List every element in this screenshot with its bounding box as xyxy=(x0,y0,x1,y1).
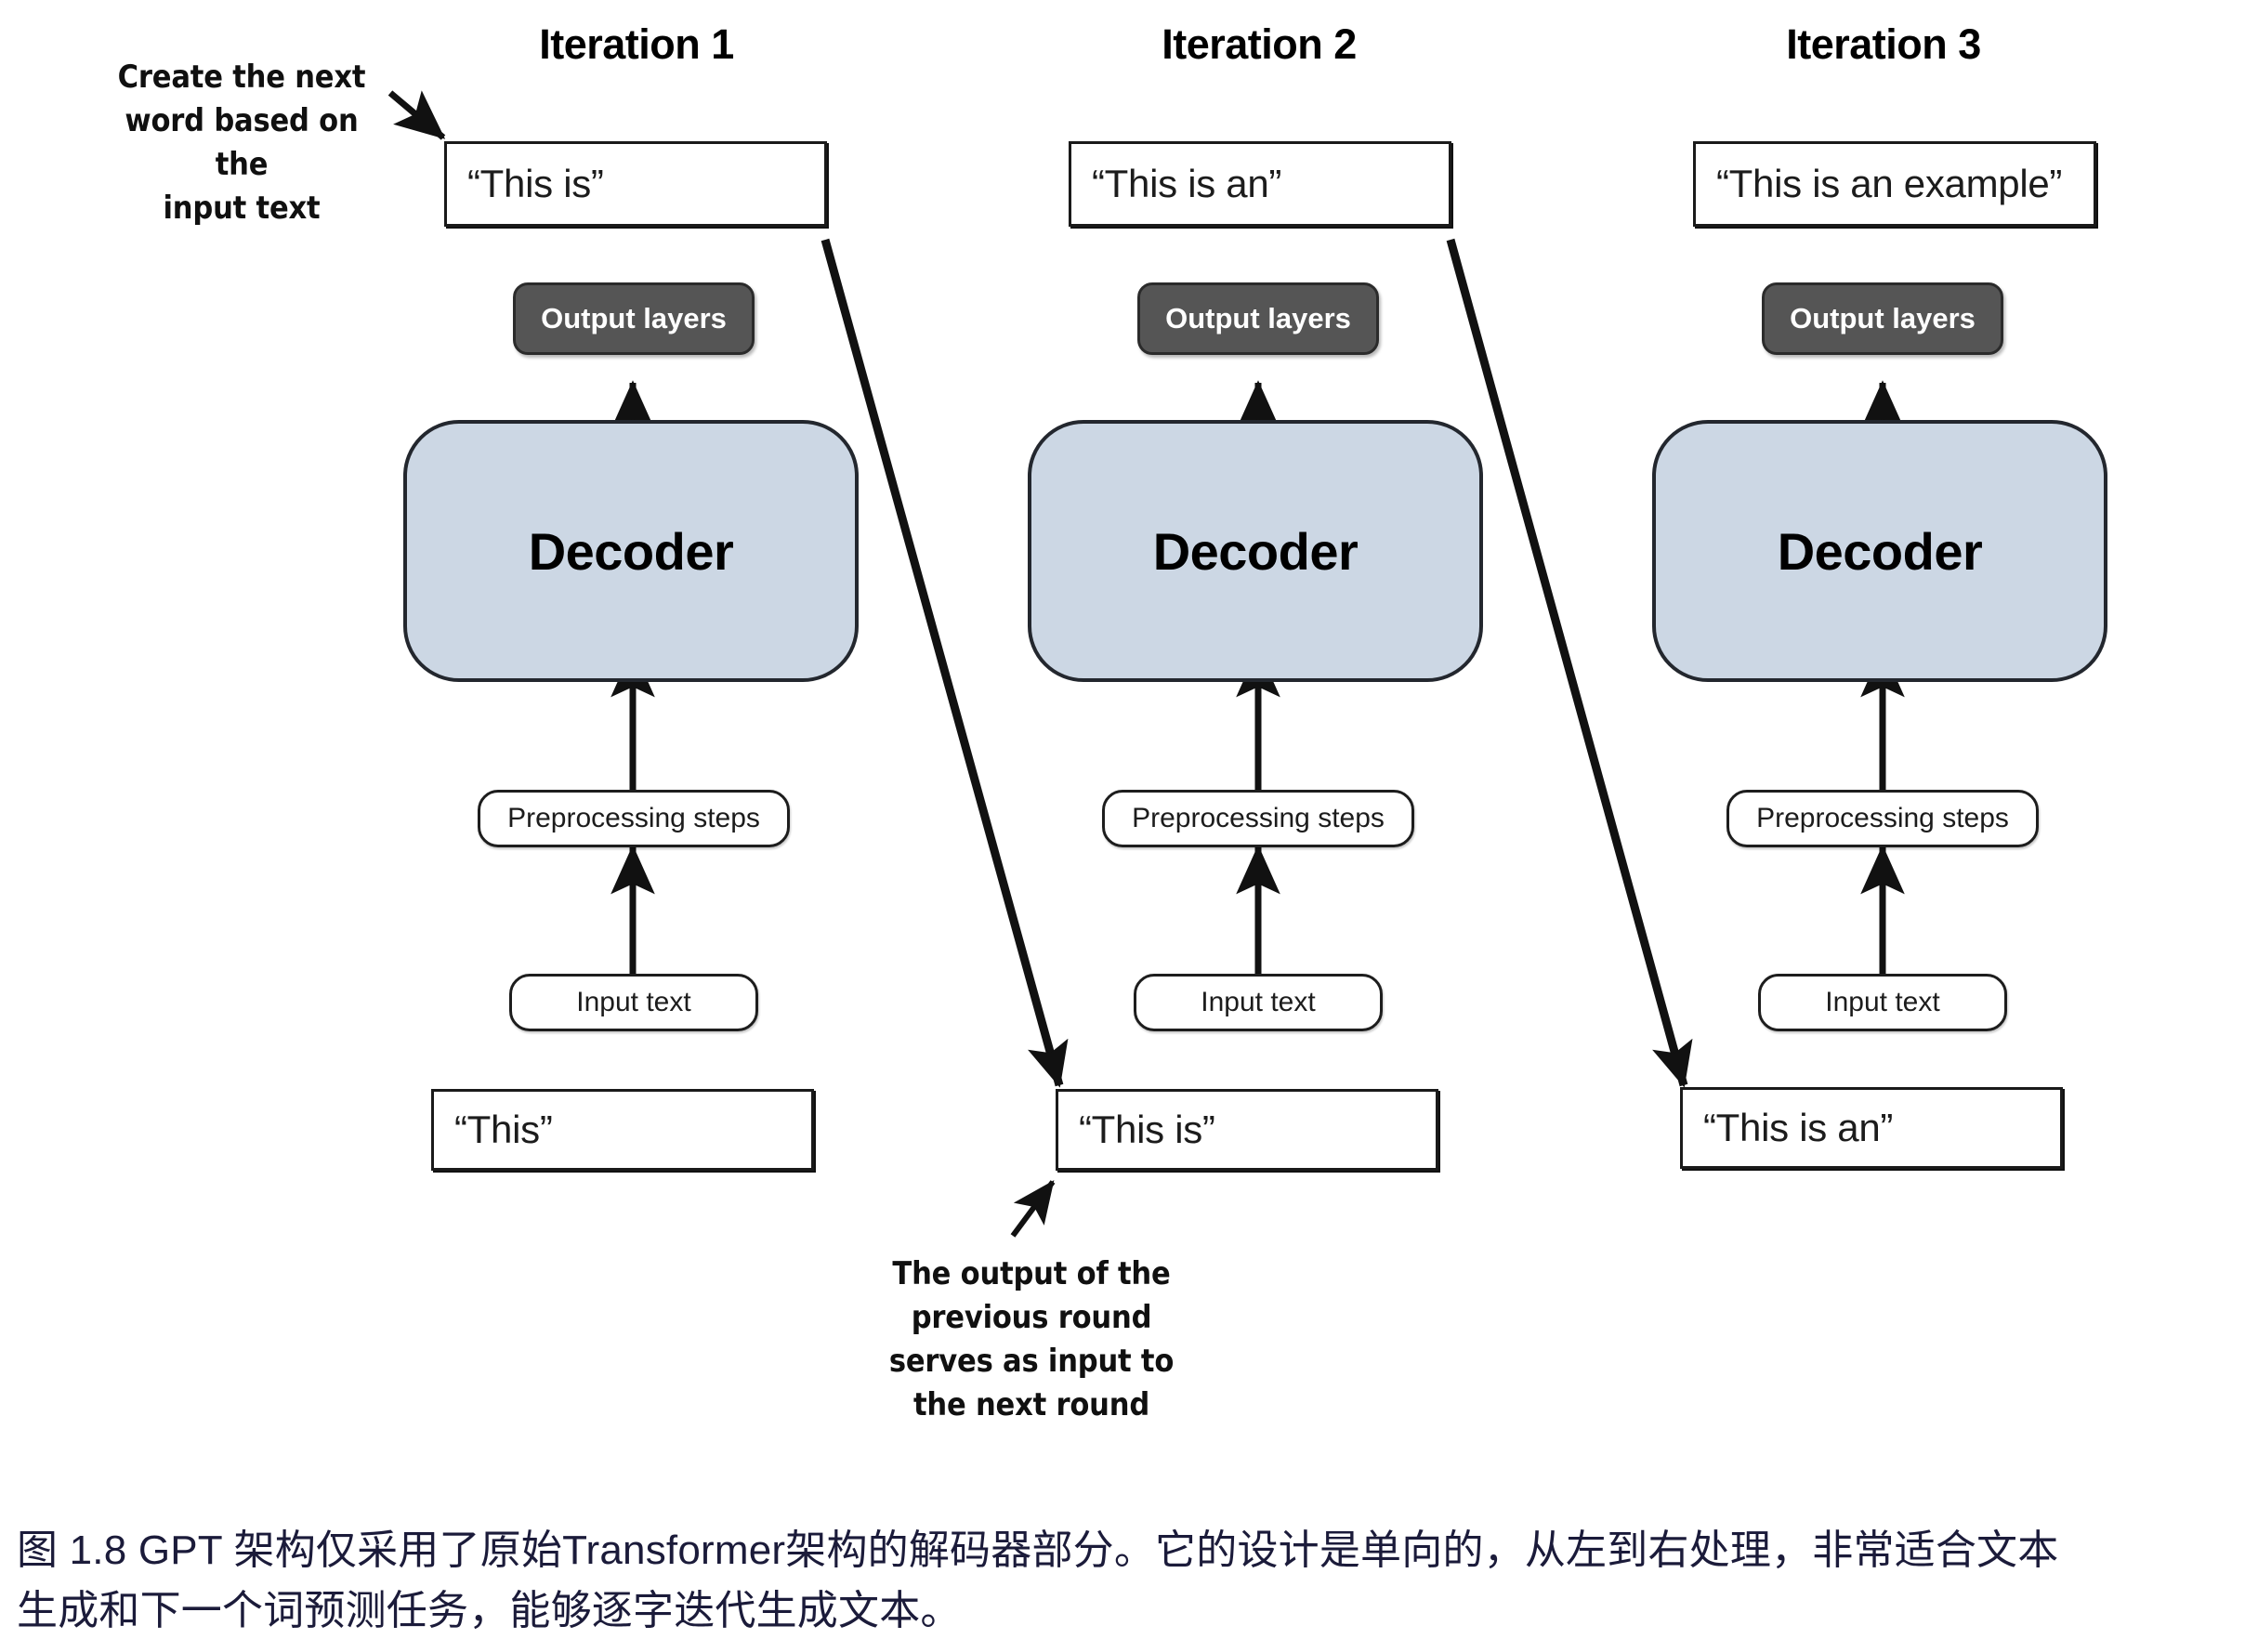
iteration-1-decoder-label: Decoder xyxy=(528,521,734,581)
iteration-3-input-value: “This is an” xyxy=(1703,1106,1894,1149)
iteration-3-preprocessing[interactable]: Preprocessing steps xyxy=(1726,790,2039,847)
annotation-arrow-previous-round xyxy=(1010,1180,1056,1238)
iteration-1-preprocessing[interactable]: Preprocessing steps xyxy=(478,790,790,847)
iteration-1-decoder[interactable]: Decoder xyxy=(403,420,859,682)
iteration-1-output-layers-label: Output layers xyxy=(541,302,727,334)
iteration-3-input-text-label: Input text xyxy=(1825,987,1940,1017)
iteration-2-input-text[interactable]: Input text xyxy=(1134,974,1383,1031)
iteration-2-decoder-label: Decoder xyxy=(1152,521,1359,581)
iteration-2-input-value: “This is” xyxy=(1079,1108,1215,1151)
iteration-1-output-box[interactable]: “This is” xyxy=(444,141,827,227)
annotation-previous-round: The output of the previous round serves … xyxy=(878,1252,1185,1427)
iteration-2-preprocessing[interactable]: Preprocessing steps xyxy=(1102,790,1414,847)
iteration-2-preprocessing-label: Preprocessing steps xyxy=(1132,803,1385,833)
iteration-1-output-layers[interactable]: Output layers xyxy=(513,282,755,355)
iteration-3-decoder-label: Decoder xyxy=(1777,521,1983,581)
iteration-1-input-text-label: Input text xyxy=(576,987,691,1017)
iteration-1-input-text[interactable]: Input text xyxy=(509,974,758,1031)
iteration-3-title: Iteration 3 xyxy=(1786,20,1981,68)
iteration-1-preprocessing-label: Preprocessing steps xyxy=(507,803,760,833)
iteration-1-title: Iteration 1 xyxy=(539,20,734,68)
iteration-2-output-box[interactable]: “This is an” xyxy=(1069,141,1451,227)
carryover-arrow-2-to-3 xyxy=(1446,238,1693,1088)
caption-line-1: 图 1.8 GPT 架构仅采用了原始Transformer架构的解码器部分。它的… xyxy=(17,1527,2059,1573)
iteration-3-output-text: “This is an example” xyxy=(1716,162,2063,205)
iteration-1-input-value: “This” xyxy=(454,1108,553,1151)
annotation-line: Create the next word based on the input … xyxy=(117,59,366,227)
carryover-arrow-1-to-2 xyxy=(820,238,1069,1088)
iteration-2-output-layers-label: Output layers xyxy=(1165,302,1351,334)
iteration-2-input-text-label: Input text xyxy=(1201,987,1316,1017)
iteration-3-output-layers[interactable]: Output layers xyxy=(1762,282,2003,355)
iteration-2-output-layers[interactable]: Output layers xyxy=(1137,282,1379,355)
iteration-3-output-box[interactable]: “This is an example” xyxy=(1693,141,2096,227)
iteration-2-title: Iteration 2 xyxy=(1162,20,1357,68)
figure-caption: 图 1.8 GPT 架构仅采用了原始Transformer架构的解码器部分。它的… xyxy=(17,1520,2247,1641)
annotation-create-next-word: Create the next word based on the input … xyxy=(102,56,381,230)
iteration-1-input-box[interactable]: “This” xyxy=(431,1089,814,1171)
iteration-3-preprocessing-label: Preprocessing steps xyxy=(1756,803,2009,833)
iteration-3-input-text[interactable]: Input text xyxy=(1758,974,2007,1031)
caption-line-2: 生成和下一个词预测任务，能够逐字迭代生成文本。 xyxy=(17,1588,962,1634)
iteration-2-decoder[interactable]: Decoder xyxy=(1028,420,1483,682)
iteration-2-output-text: “This is an” xyxy=(1092,162,1282,205)
iteration-3-output-layers-label: Output layers xyxy=(1790,302,1976,334)
iteration-3-input-box[interactable]: “This is an” xyxy=(1680,1087,2063,1169)
iteration-2-input-box[interactable]: “This is” xyxy=(1056,1089,1438,1171)
iteration-3-decoder[interactable]: Decoder xyxy=(1652,420,2107,682)
annotation-line: The output of the previous round serves … xyxy=(888,1255,1175,1423)
iteration-1-output-text: “This is” xyxy=(467,162,604,205)
annotation-arrow-create-next-word xyxy=(387,90,446,140)
